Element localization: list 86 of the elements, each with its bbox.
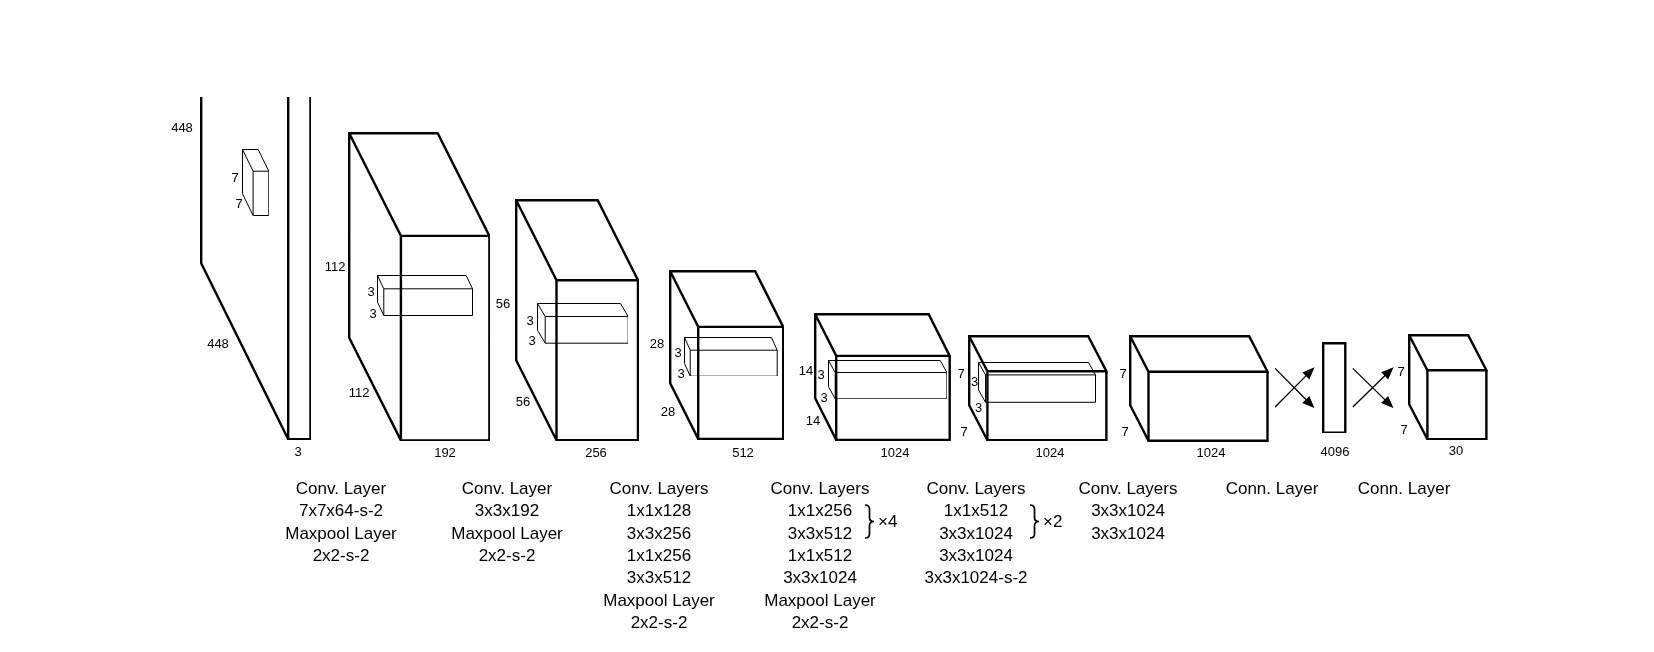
layer-spec-text: 3x3x1024 bbox=[1091, 524, 1165, 542]
layer-spec-text: 3x3x1024 bbox=[939, 546, 1013, 564]
layer-spec-text: 3x3x512 bbox=[626, 568, 692, 586]
dimension-label: 112 bbox=[324, 259, 346, 273]
dimension-label: 7 bbox=[235, 196, 243, 210]
dimension-label: 14 bbox=[805, 413, 821, 427]
repeat-count: ×2 bbox=[1043, 512, 1063, 530]
layer-spec-text: Conv. Layer bbox=[295, 479, 387, 497]
layer-spec-text: Maxpool Layer bbox=[451, 524, 563, 542]
dimension-label: 28 bbox=[660, 404, 676, 418]
layer-block bbox=[347, 131, 491, 442]
dimension-label: 56 bbox=[495, 296, 511, 310]
layer-spec-text: 1x1x256 bbox=[626, 546, 692, 564]
layer-spec-text: 1x1x512 bbox=[787, 546, 853, 564]
dimension-label: 4096 bbox=[1320, 444, 1350, 458]
layer-spec-text: 1x1x128 bbox=[626, 501, 692, 519]
kernel-block bbox=[377, 275, 474, 317]
layer-spec-text: 1x1x256 bbox=[787, 501, 853, 519]
dimension-label: 7 bbox=[960, 424, 968, 438]
dimension-label: 30 bbox=[1448, 443, 1464, 457]
dimension-label: 512 bbox=[732, 445, 754, 459]
kernel-block bbox=[978, 362, 1097, 404]
dimension-label: 7 bbox=[1119, 366, 1127, 380]
dimension-label: 448 bbox=[207, 336, 229, 350]
dimension-label: 28 bbox=[649, 336, 665, 350]
dimension-label: 7 bbox=[1400, 422, 1408, 436]
layer-spec-text: 2x2-s-2 bbox=[630, 613, 688, 631]
crossed-arrows bbox=[1274, 367, 1314, 408]
layer-spec-text: 7x7x64-s-2 bbox=[298, 501, 384, 519]
layer-spec-text: 3x3x192 bbox=[474, 501, 540, 519]
dimension-label: 56 bbox=[515, 394, 531, 408]
dimension-label: 3 bbox=[528, 333, 536, 347]
layer-spec-text: 2x2-s-2 bbox=[478, 546, 536, 564]
layer-block bbox=[1129, 335, 1270, 443]
layer-spec-text: 3x3x1024 bbox=[1091, 501, 1165, 519]
layer-block bbox=[968, 334, 1108, 442]
dimension-label: 3 bbox=[817, 367, 825, 381]
layer-block bbox=[199, 97, 312, 441]
kernel-block bbox=[827, 360, 948, 400]
dimension-label: 7 bbox=[1121, 424, 1129, 438]
layer-spec-text: Conv. Layers bbox=[609, 479, 709, 497]
dimension-label: 1024 bbox=[1035, 445, 1065, 459]
layer-spec-text: Conn. Layer bbox=[1225, 479, 1319, 497]
dimension-label: 3 bbox=[526, 313, 534, 327]
layer-block bbox=[514, 198, 639, 442]
layer-spec-text: Conv. Layers bbox=[926, 479, 1026, 497]
layer-spec-text: 3x3x1024 bbox=[939, 524, 1013, 542]
dimension-label: 1024 bbox=[1196, 445, 1226, 459]
layer-spec-text: 2x2-s-2 bbox=[312, 546, 370, 564]
layer-spec-text: 3x3x256 bbox=[626, 524, 692, 542]
dimension-label: 3 bbox=[974, 400, 983, 414]
dimension-label: 1024 bbox=[880, 445, 910, 459]
dimension-label: 3 bbox=[367, 284, 375, 298]
kernel-block bbox=[242, 148, 270, 216]
layer-spec-text: 3x3x1024-s-2 bbox=[924, 568, 1028, 586]
layer-spec-text: 1x1x512 bbox=[943, 501, 1009, 519]
dimension-label: 3 bbox=[294, 444, 302, 458]
crossed-arrows bbox=[1352, 367, 1393, 408]
dimension-label: 3 bbox=[820, 390, 828, 404]
layer-spec-text: Maxpool Layer bbox=[603, 591, 715, 608]
dimension-label: 3 bbox=[677, 366, 685, 380]
dimension-label: 192 bbox=[434, 445, 456, 459]
dimension-label: 3 bbox=[369, 306, 377, 320]
layer-spec-text: Conn. Layer bbox=[1357, 479, 1451, 497]
dimension-label: 7 bbox=[1397, 364, 1405, 378]
kernel-block bbox=[536, 303, 629, 345]
dimension-label: 112 bbox=[348, 385, 370, 399]
layer-spec-text: 3x3x1024 bbox=[783, 568, 857, 586]
dimension-label: 7 bbox=[957, 366, 965, 380]
layer-spec-text: Maxpool Layer bbox=[285, 524, 397, 542]
layer-spec-text: Maxpool Layer bbox=[764, 591, 876, 608]
vector-bar bbox=[1322, 341, 1347, 434]
dimension-label: 256 bbox=[585, 445, 607, 459]
layer-spec-text: Conv. Layers bbox=[770, 479, 870, 497]
dimension-label: 7 bbox=[231, 170, 239, 184]
layer-spec-text: Conv. Layers bbox=[1078, 479, 1178, 497]
layer-spec-text: Conv. Layer bbox=[461, 479, 553, 497]
layer-block bbox=[1408, 333, 1488, 441]
dimension-label: 14 bbox=[798, 363, 814, 377]
dimension-label: 448 bbox=[171, 120, 193, 134]
dimension-label: 3 bbox=[970, 374, 979, 388]
kernel-block bbox=[684, 336, 779, 377]
layer-spec-text: 2x2-s-2 bbox=[791, 613, 849, 631]
repeat-count: ×4 bbox=[878, 512, 898, 530]
dimension-label: 3 bbox=[674, 345, 682, 359]
layer-spec-text: 3x3x512 bbox=[787, 524, 853, 542]
